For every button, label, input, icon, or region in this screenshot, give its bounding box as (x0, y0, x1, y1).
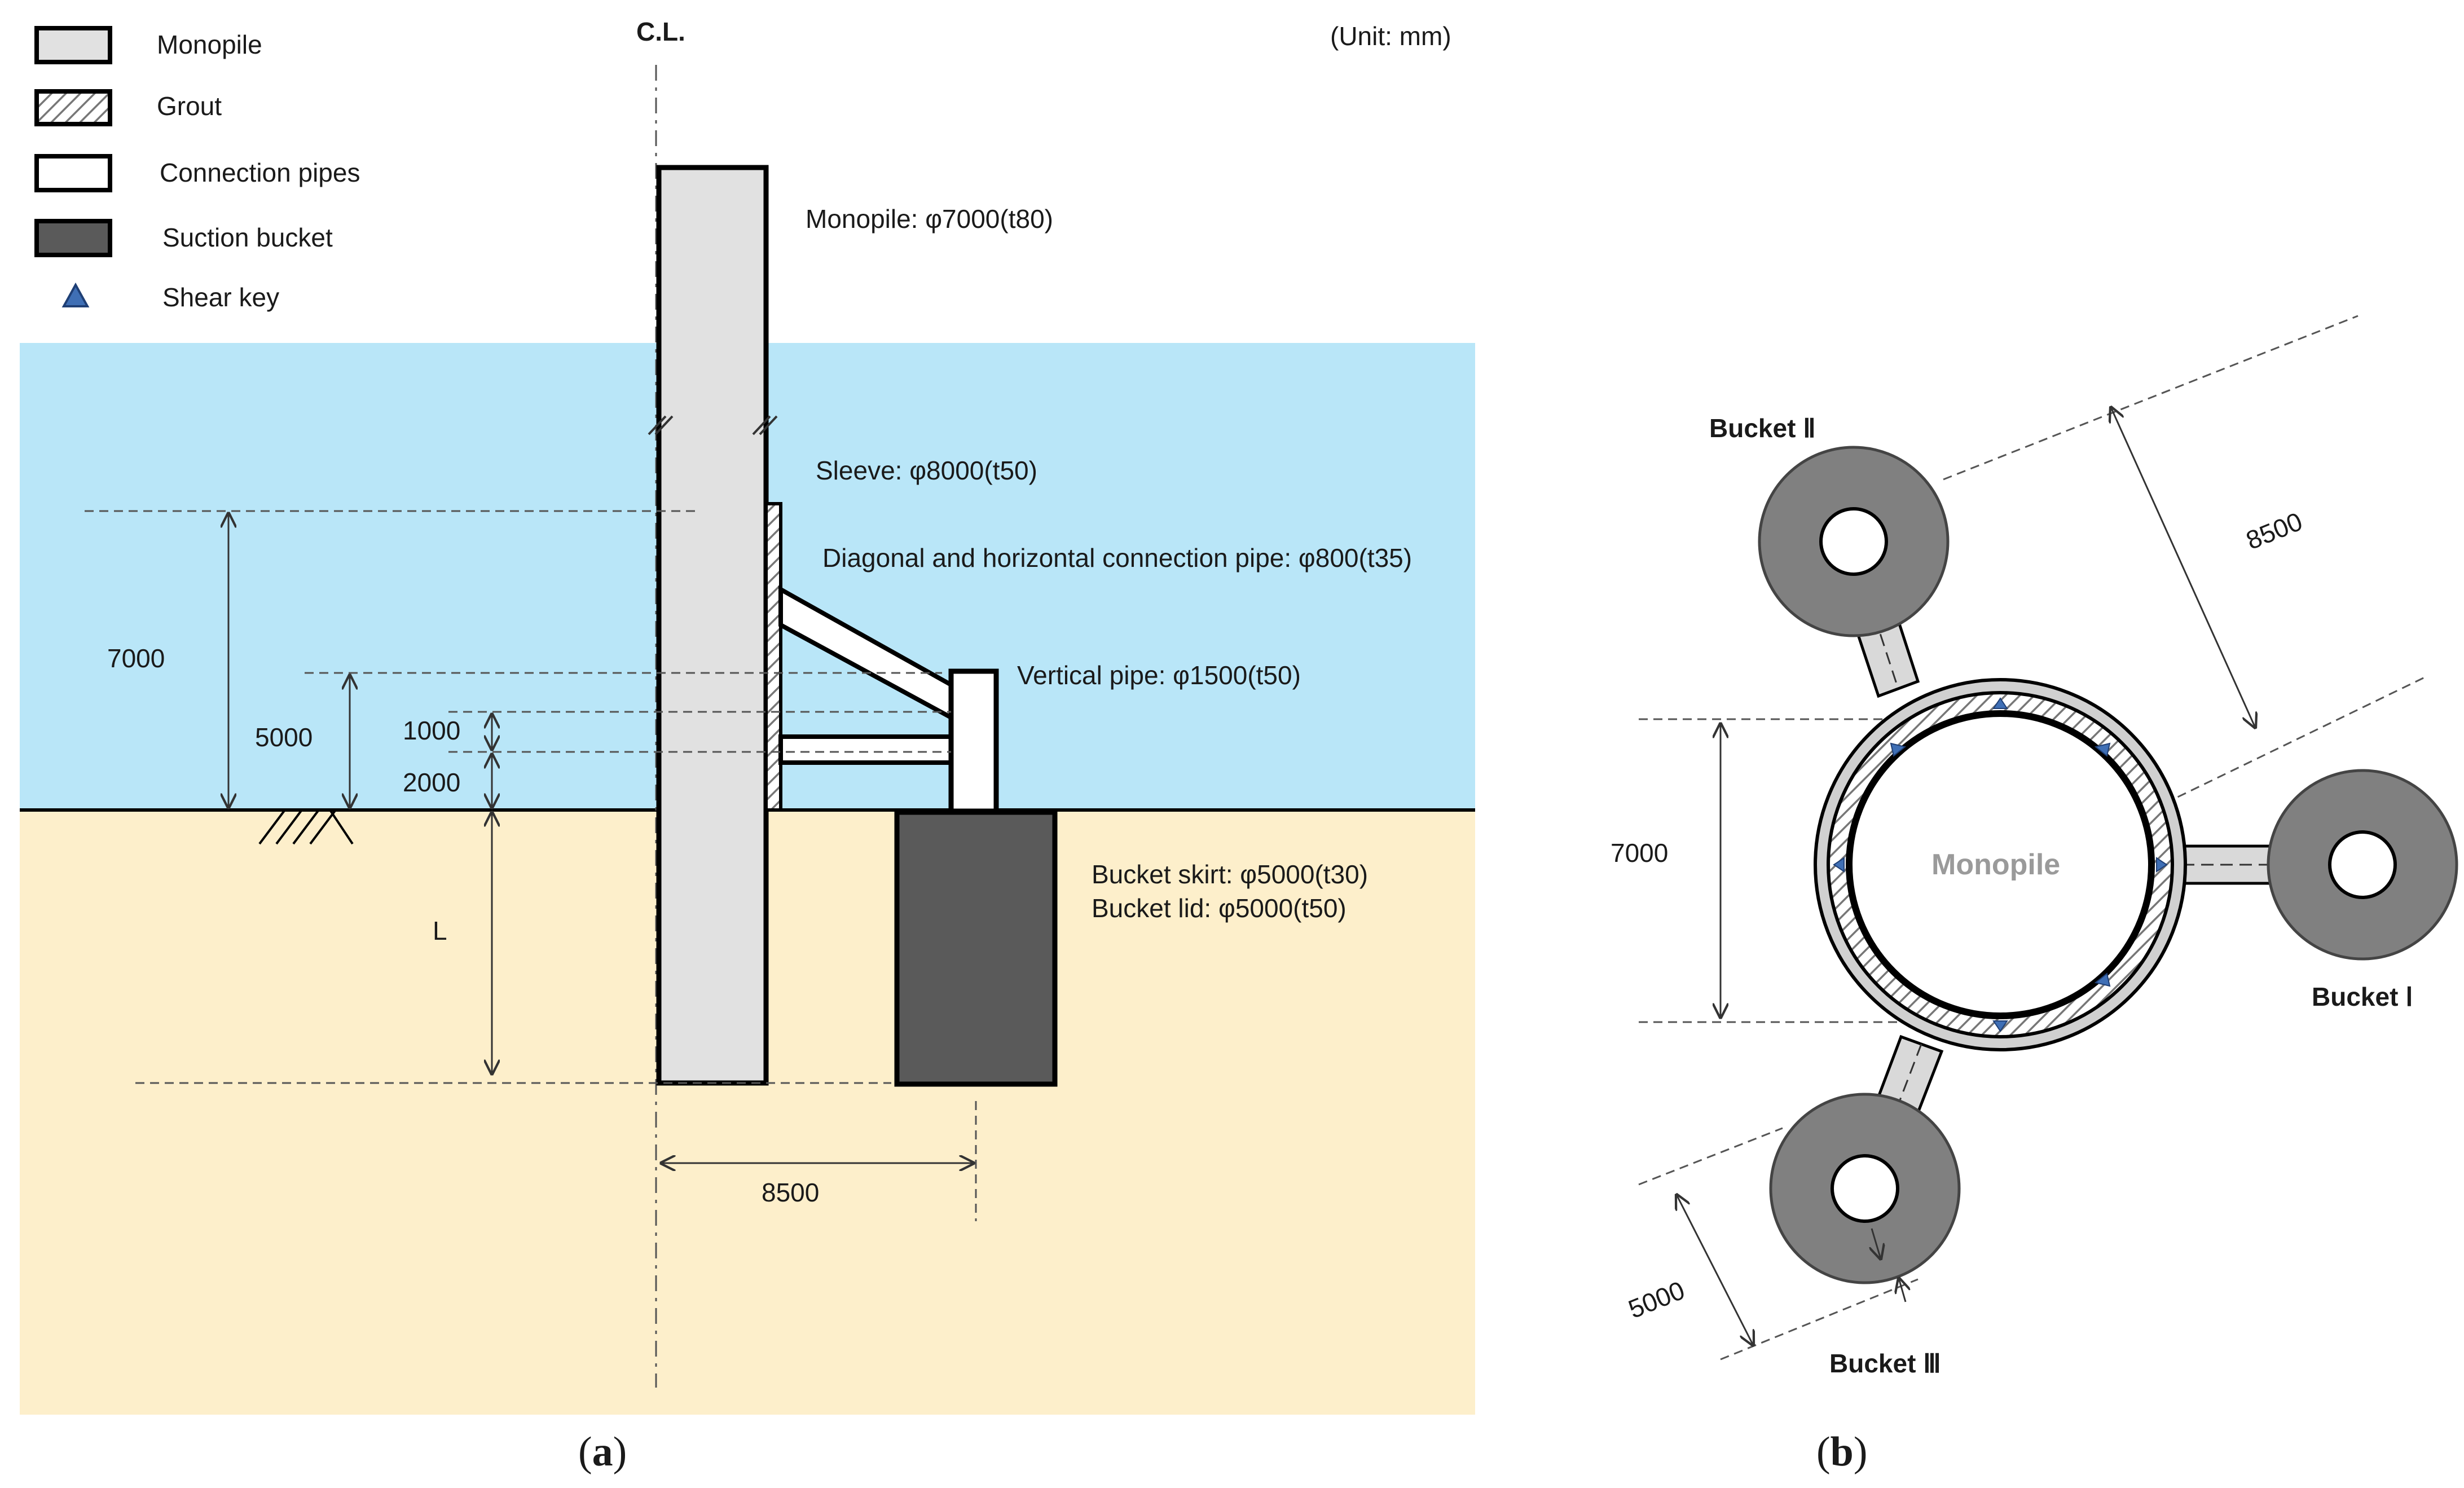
dim-7000-b: 7000 (1611, 838, 1668, 868)
dim-L: L (433, 916, 447, 945)
dim-5000-b: 5000 (1624, 1275, 1688, 1324)
monopile-shaft (656, 165, 769, 1086)
monopile-plan (1846, 710, 2155, 1019)
caption-b: (b) (1816, 1429, 1867, 1475)
connection-pipe-swatch (34, 154, 112, 192)
bucket-3-plan (1769, 1093, 1961, 1284)
legend-label-grout: Grout (157, 91, 222, 121)
bucket-2-plan (1758, 446, 1950, 637)
shear-keys (1833, 697, 2168, 1032)
dim-2000-a: 2000 (403, 768, 460, 797)
dim-1000-a: 1000 (403, 716, 460, 745)
break-marks (648, 415, 778, 435)
bucket-2-label: Bucket Ⅱ (1709, 413, 1816, 443)
plan-extension-lines (1638, 315, 2426, 1361)
panel-a-elevation: C.L. (Unit: mm) Monopile: φ7000(t80) Sle… (20, 17, 1475, 1475)
extension-lines (85, 510, 977, 1221)
label-sleeve: Sleeve: φ8000(t50) (816, 456, 1037, 485)
caption-a: (a) (578, 1429, 627, 1475)
dim-5000-a: 5000 (255, 723, 313, 752)
dim-8500-b: 8500 (2242, 507, 2306, 556)
shear-key-icon (1890, 742, 1907, 757)
legend: Monopile Grout Connection pipes Suction … (34, 26, 360, 312)
legend-label-monopile: Monopile (157, 30, 262, 59)
bucket-1-label: Bucket Ⅰ (2312, 982, 2413, 1011)
label-vertical-pipe: Vertical pipe: φ1500(t50) (1017, 661, 1301, 690)
dim-7000-a: 7000 (107, 644, 165, 673)
suction-bucket (894, 809, 1058, 1087)
sleeve-grout (764, 502, 782, 812)
grout-hatch-swatch (34, 89, 112, 126)
label-bucket-lid: Bucket lid: φ5000(t50) (1092, 893, 1347, 923)
label-monopile: Monopile: φ7000(t80) (806, 204, 1053, 234)
monopile-label-plan: Monopile (1931, 848, 2060, 881)
shear-key-icon (2094, 972, 2111, 987)
center-line-label: C.L. (636, 17, 685, 46)
horizontal-connection-pipe (778, 734, 953, 765)
shear-key-icon (2156, 857, 2168, 873)
bucket-1-plan (2267, 769, 2458, 961)
legend-label-shear-key: Shear key (162, 283, 279, 312)
shear-key-icon (1992, 697, 2008, 709)
label-diagonal-pipe: Diagonal and horizontal connection pipe:… (822, 543, 1412, 573)
shear-key-icon (1833, 857, 1845, 873)
legend-label-connection-pipes: Connection pipes (160, 158, 360, 187)
plan-dimension-lines (1677, 407, 2255, 1345)
shear-key-icon (2094, 742, 2111, 757)
suction-bucket-swatch (34, 219, 112, 257)
label-bucket-skirt: Bucket skirt: φ5000(t30) (1092, 860, 1368, 889)
vertical-pipe (948, 668, 999, 814)
dimension-lines (228, 513, 974, 1163)
panel-b-plan: Monopile 8500 7000 5000 Bucket Ⅰ Bucket … (1611, 315, 2458, 1475)
monopile-swatch (34, 26, 112, 64)
unit-note: (Unit: mm) (1330, 21, 1451, 51)
seabed-symbol (258, 809, 354, 845)
triangle-icon (61, 282, 90, 307)
shear-key-icon (1992, 1020, 2008, 1032)
legend-label-suction-bucket: Suction bucket (162, 223, 333, 252)
bucket-3-label: Bucket Ⅲ (1829, 1349, 1941, 1378)
dim-8500-a: 8500 (762, 1178, 819, 1207)
